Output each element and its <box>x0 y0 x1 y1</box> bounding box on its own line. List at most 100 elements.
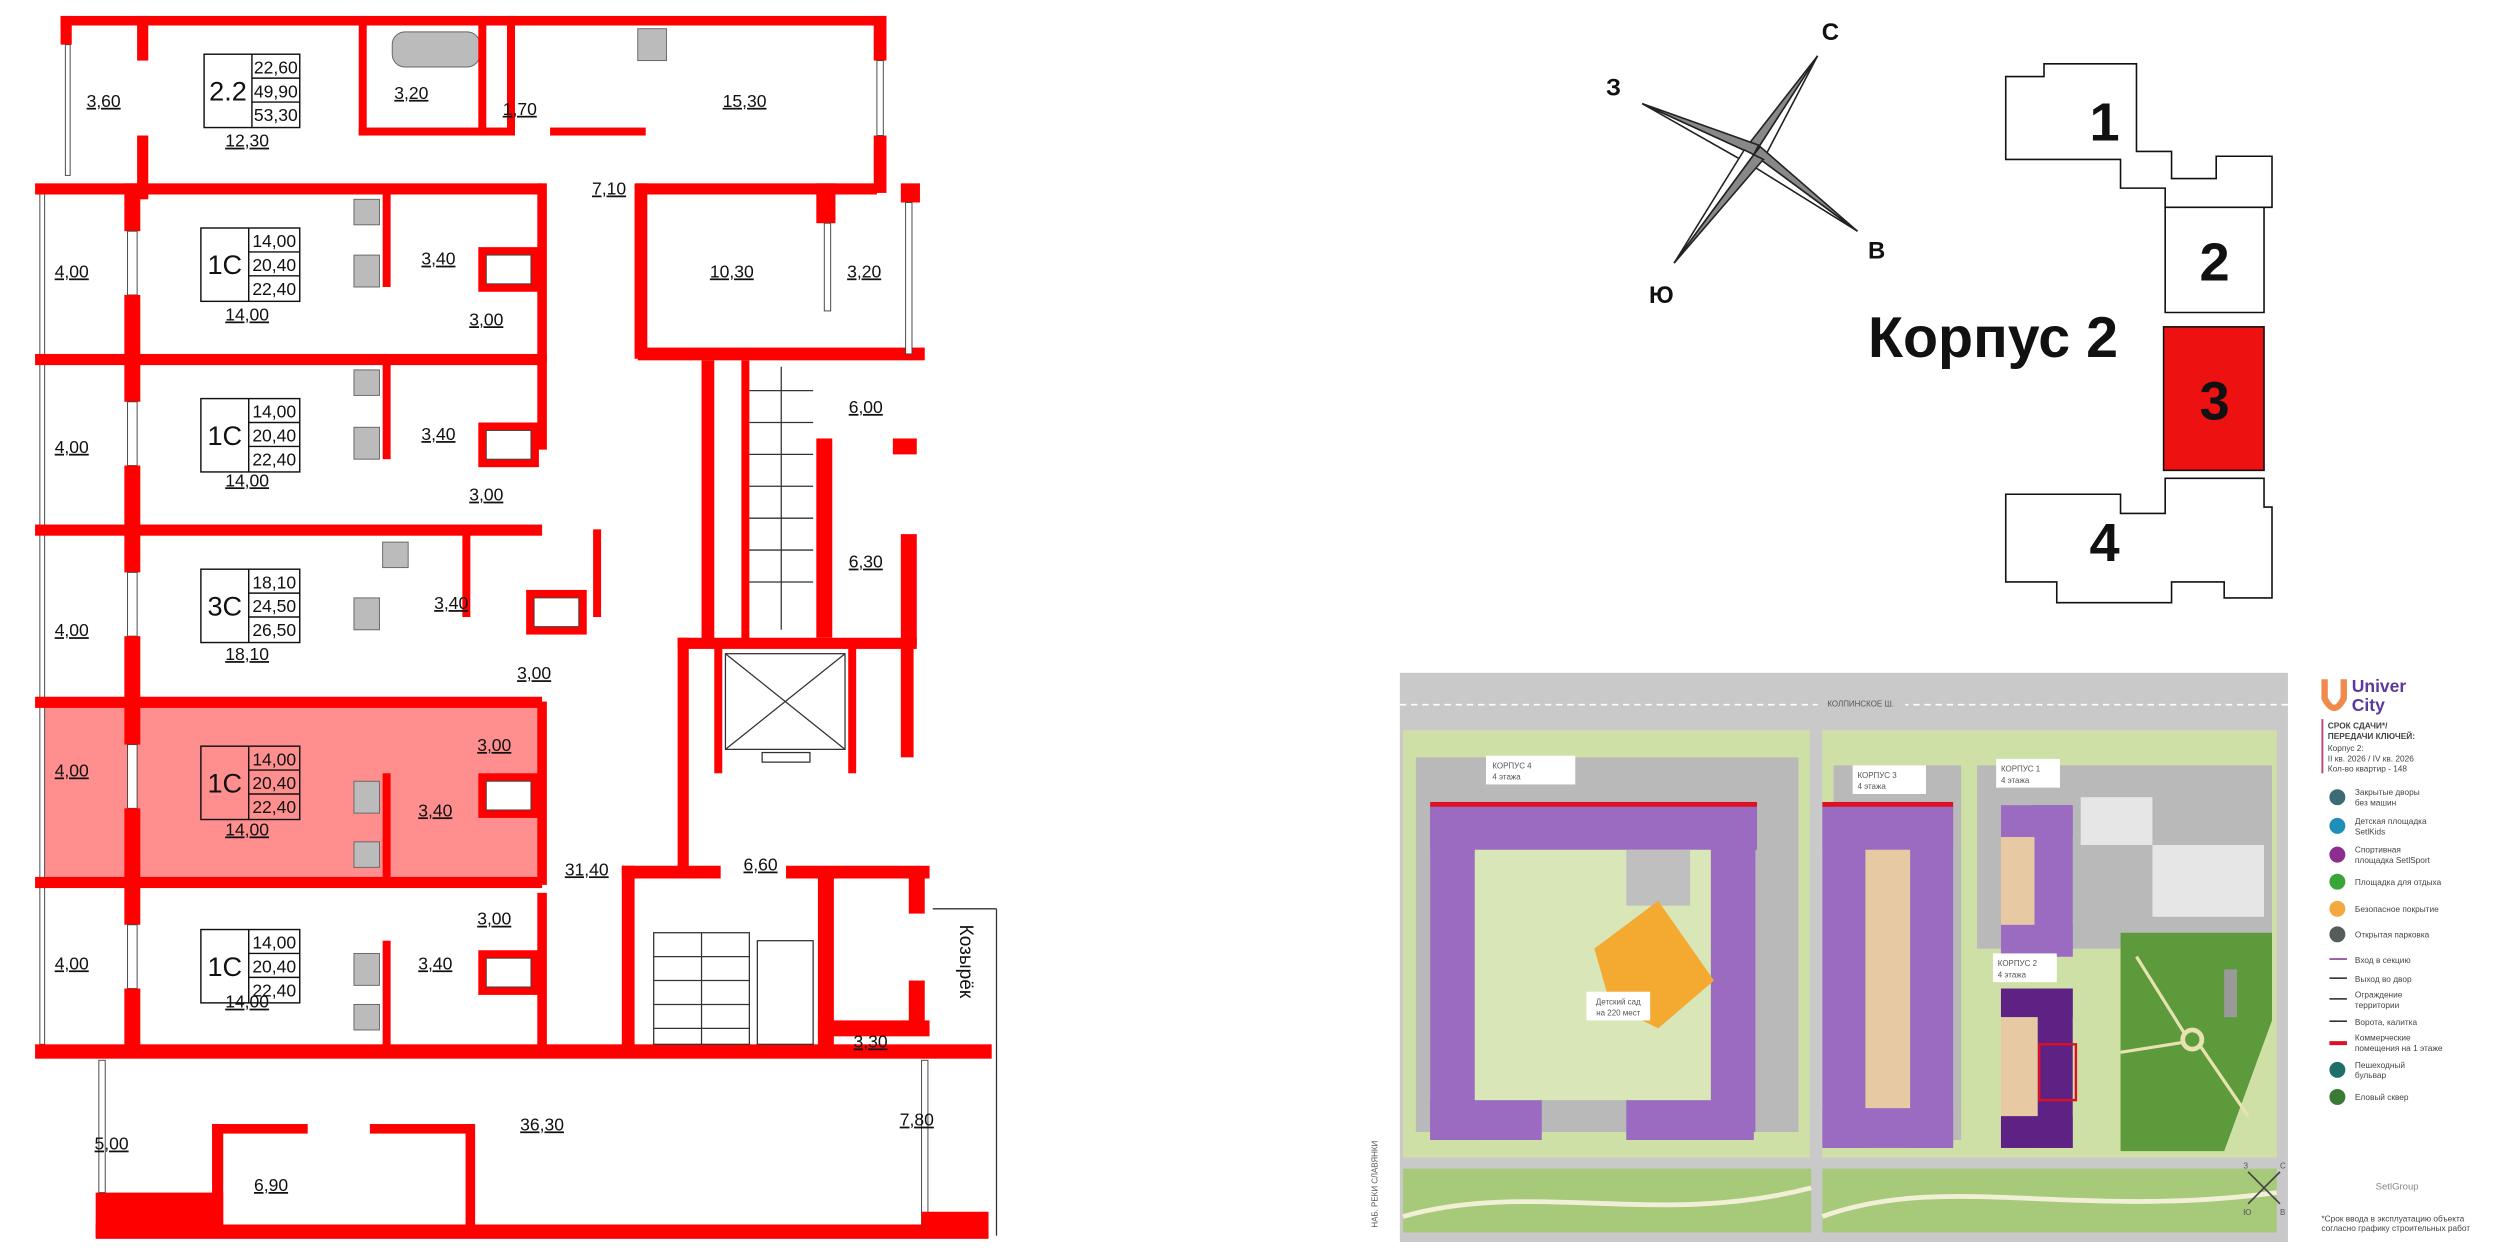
building-sections: Корпус 2 1 2 3 4 <box>1868 62 2273 604</box>
room-area: 3,60 <box>87 91 121 111</box>
room-labels: 3,60 12,30 3,20 1,70 15,30 7,10 10,30 3,… <box>55 83 934 1195</box>
korpus-2[interactable] <box>2000 988 2073 1148</box>
unit-area-with-balcony: 26,50 <box>252 620 296 640</box>
unit-info-1c[interactable]: 1С 14,00 20,40 22,40 <box>200 928 301 1004</box>
korpus-2-label: КОРПУС 2 <box>1998 959 2038 968</box>
boulevard-icon <box>2329 1061 2346 1078</box>
room-area: 3,40 <box>421 249 455 269</box>
commercial-line-icon <box>2329 1041 2347 1046</box>
unit-area-living: 14,00 <box>252 402 296 422</box>
unit-area-total: 49,90 <box>254 81 298 101</box>
brand-name: Univer <box>2352 676 2407 696</box>
unit-info-2-2[interactable]: 2.2 22,60 49,90 53,30 <box>203 53 301 129</box>
unit-info-3c[interactable]: 3С 18,10 24,50 26,50 <box>200 568 301 644</box>
staircase <box>653 366 998 1236</box>
room-area: 1,70 <box>503 99 537 119</box>
wall <box>873 135 887 193</box>
room-area: 6,00 <box>849 397 883 417</box>
legend-item: Вход в секцию <box>2329 955 2411 965</box>
compass-rose: С З В Ю <box>1606 19 1885 309</box>
legend-label: Открытая парковка <box>2355 930 2430 940</box>
korpus-3[interactable] <box>1822 805 1954 1148</box>
room-area: 14,00 <box>225 470 269 490</box>
unit-area-with-balcony: 22,40 <box>252 797 296 817</box>
unit-type: 3С <box>207 590 242 621</box>
embankment-label: НАБ. РЕКИ СЛАВЯНКИ <box>1371 1141 1380 1228</box>
legend-item: Ворота, калитка <box>2329 1017 2417 1027</box>
site-compass-west: З <box>2243 1162 2248 1171</box>
unit-area-living: 22,60 <box>254 57 298 77</box>
site-compass-icon: З С Ю В <box>2243 1162 2286 1217</box>
section-number: 1 <box>2090 92 2120 152</box>
legend-label: Еловый сквер <box>2355 1092 2409 1102</box>
unit-info-1c[interactable]: 1С 14,00 20,40 22,40 <box>200 397 301 473</box>
room-area: 5,00 <box>95 1134 129 1154</box>
unit-area-with-balcony: 22,40 <box>252 279 296 299</box>
deadline-korpus: Корпус 2: <box>2328 743 2364 753</box>
compass-south: Ю <box>1649 282 1674 309</box>
sport-icon <box>2329 846 2346 863</box>
room-area: 3,30 <box>853 1032 887 1052</box>
legend-label: Закрытые дворы <box>2355 787 2420 797</box>
room-area: 3,20 <box>847 261 881 281</box>
korpus-4-label: КОРПУС 4 <box>1492 761 1532 770</box>
room-area: 14,00 <box>225 992 269 1012</box>
footnote: *Срок ввода в эксплуатацию объекта <box>2321 1213 2464 1223</box>
room-area: 3,00 <box>469 309 503 329</box>
site-compass-north: С <box>2280 1162 2286 1171</box>
legend-label: Пешеходный <box>2355 1060 2405 1070</box>
fixtures <box>353 28 667 1031</box>
deadline-title: ПЕРЕДАЧИ КЛЮЧЕЙ: <box>2328 730 2415 741</box>
section-1[interactable]: 1 <box>2004 62 2273 209</box>
room-area: 10,30 <box>710 261 754 281</box>
unit-info-1c[interactable]: 1С 14,00 20,40 22,40 <box>200 227 301 303</box>
unit-area-with-balcony: 22,40 <box>252 980 296 1000</box>
korpus-4[interactable] <box>1430 805 1758 1140</box>
wall <box>60 15 887 26</box>
unit-info-1c-selected[interactable]: 1С 14,00 20,40 22,40 <box>200 745 301 821</box>
wall <box>137 135 149 200</box>
section-3-selected[interactable]: 3 <box>2162 326 2265 472</box>
safe-surface-icon <box>2329 900 2346 917</box>
canopy-label: Козырёк <box>955 925 976 999</box>
unit-type: 1С <box>207 767 242 798</box>
unit-type: 1С <box>207 420 242 451</box>
room-area: 3,20 <box>394 83 428 103</box>
footnote: согласно графику строительных работ <box>2321 1223 2470 1233</box>
compass-north: С <box>1822 19 1839 46</box>
unit-area-living: 14,00 <box>252 231 296 251</box>
room-area: 4,00 <box>55 760 89 780</box>
fence-line-icon <box>2329 998 2347 1000</box>
legend-item: Еловый сквер <box>2329 1088 2409 1105</box>
room-area: 4,00 <box>55 437 89 457</box>
section-2[interactable]: 2 <box>2164 206 2265 314</box>
kids-playground-icon <box>2329 817 2346 834</box>
wall <box>137 15 149 61</box>
wall <box>873 15 887 61</box>
elevator-shaft <box>724 653 846 763</box>
section-4[interactable]: 4 <box>2004 477 2273 604</box>
selected-apartment-highlight[interactable] <box>39 701 543 882</box>
legend: Univer City СРОК СДАЧИ*/ ПЕРЕДАЧИ КЛЮЧЕЙ… <box>2321 676 2470 1233</box>
korpus-3-floors: 4 этажа <box>1857 782 1886 791</box>
room-area: 6,90 <box>254 1175 288 1195</box>
gate-icon <box>2329 1020 2347 1023</box>
korpus-1-floors: 4 этажа <box>2001 776 2030 785</box>
korpus-1[interactable] <box>2000 805 2073 957</box>
room-area: 6,60 <box>743 855 777 875</box>
room-area: 3,40 <box>418 953 452 973</box>
wall <box>60 15 72 45</box>
legend-item: Выход во двор <box>2329 974 2412 984</box>
legend-label: без машин <box>2355 798 2396 808</box>
legend-label: Вход в секцию <box>2355 955 2411 965</box>
room-area: 3,40 <box>434 593 468 613</box>
commercial-line <box>1822 801 1954 807</box>
room-area: 4,00 <box>55 953 89 973</box>
no-cars-icon <box>2329 789 2346 806</box>
